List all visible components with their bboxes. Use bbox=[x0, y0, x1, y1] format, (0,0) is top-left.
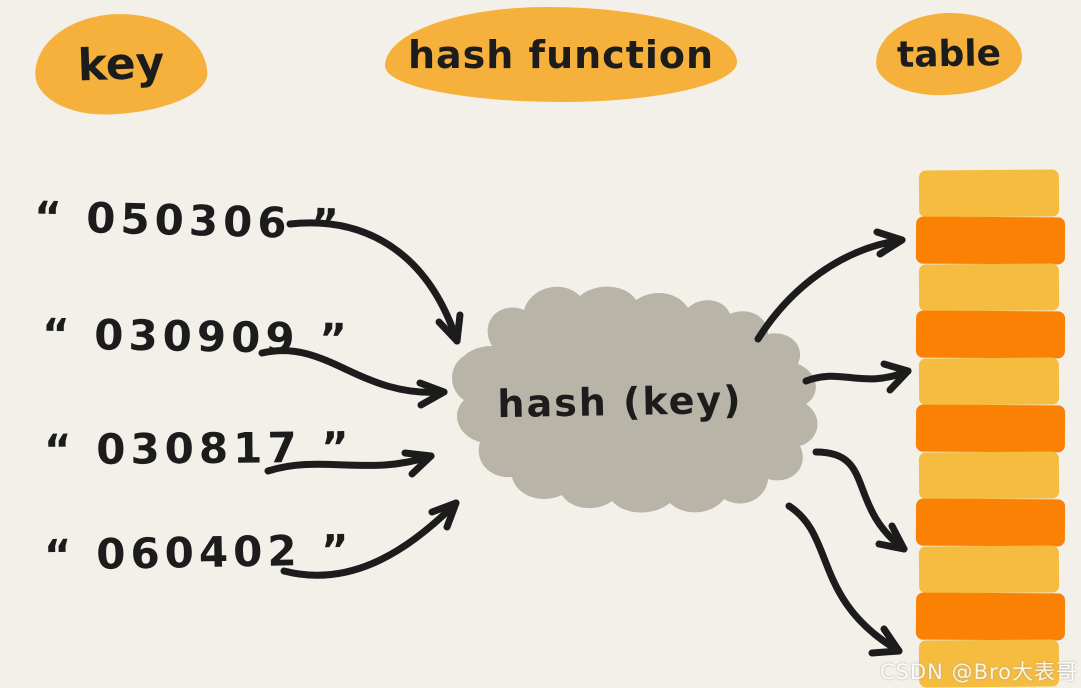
table-cell-6 bbox=[915, 404, 1066, 453]
watermark: CSDN @Bro大表哥 bbox=[880, 660, 1078, 684]
arrow-hash-to-table-row11 bbox=[785, 502, 903, 657]
hash-function-label: hash function bbox=[407, 32, 715, 77]
table-cell-7 bbox=[918, 451, 1060, 500]
table-cell-2 bbox=[915, 216, 1066, 265]
hash-table bbox=[915, 169, 1066, 688]
table-label: table bbox=[896, 32, 1002, 76]
arrow-hash-to-table-row9 bbox=[812, 448, 908, 553]
arrow-hash-to-table-row2 bbox=[754, 228, 906, 343]
arrow-hash-to-table-row5 bbox=[802, 360, 912, 394]
key-value-060402: “ 060402 ” bbox=[43, 525, 355, 580]
hash-function-label-blob: hash function bbox=[385, 7, 737, 102]
table-cell-5 bbox=[918, 357, 1060, 406]
table-cell-9 bbox=[918, 545, 1060, 594]
key-value-030817: “ 030817 ” bbox=[43, 422, 355, 475]
key-value-050306: “ 050306 ” bbox=[33, 191, 345, 250]
key-value-030909: “ 030909 ” bbox=[41, 309, 353, 364]
table-cell-3 bbox=[918, 263, 1060, 312]
table-cell-10 bbox=[915, 592, 1066, 641]
key-label: key bbox=[76, 37, 166, 91]
key-label-blob: key bbox=[33, 11, 209, 117]
hash-key-expression: hash (key) bbox=[497, 377, 743, 427]
table-cell-8 bbox=[915, 498, 1066, 547]
table-cell-4 bbox=[915, 310, 1066, 359]
table-cell-1 bbox=[918, 169, 1060, 218]
table-label-blob: table bbox=[875, 11, 1023, 97]
